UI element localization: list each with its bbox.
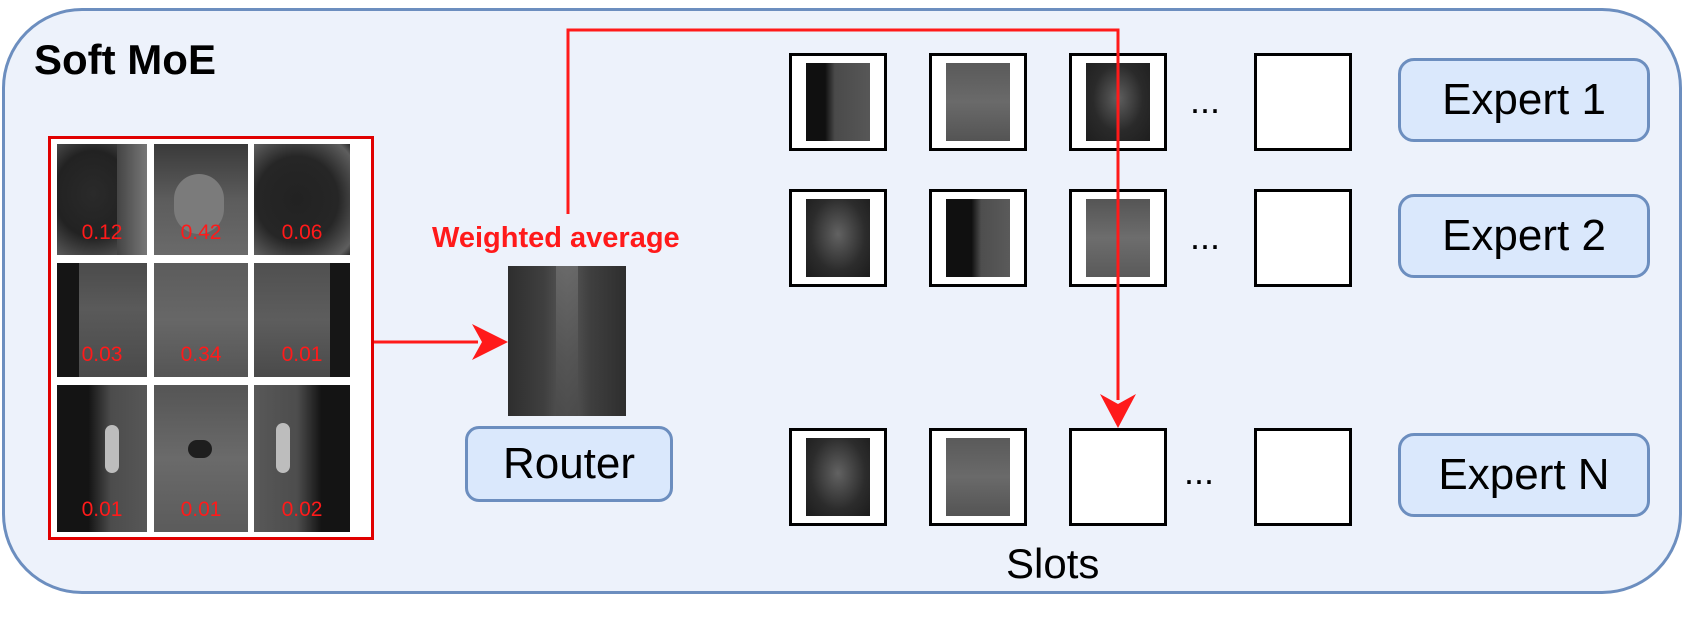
patch-weight-label: 0.02: [281, 498, 323, 521]
patch-1: 0.12: [57, 144, 147, 255]
patch-2: 0.42: [154, 144, 248, 255]
patch-7: 0.01: [57, 385, 147, 532]
slot-en-2: [929, 428, 1027, 526]
patch-8: 0.01: [154, 385, 248, 532]
patch-weight-label: 0.01: [81, 498, 123, 521]
expert-n-box: Expert N: [1398, 433, 1650, 517]
slot-e2-1: [789, 189, 887, 287]
patch-3: 0.06: [254, 144, 350, 255]
weighted-average-image: [508, 266, 626, 416]
diagram-title: Soft MoE: [34, 36, 216, 83]
grid-to-router-arrow: [374, 324, 508, 360]
router-box: Router: [465, 426, 673, 502]
patch-4: 0.03: [57, 263, 147, 377]
slot-e1-1: [789, 53, 887, 151]
patch-weight-label: 0.06: [281, 221, 323, 244]
slots-label: Slots: [1006, 540, 1100, 587]
weighted-average-label: Weighted average: [432, 222, 680, 254]
slot-en-empty: [1254, 428, 1352, 526]
patch-6: 0.01: [254, 263, 350, 377]
patch-weight-label: 0.34: [180, 343, 222, 366]
expert-2-box: Expert 2: [1398, 194, 1650, 278]
patch-9: 0.02: [254, 385, 350, 532]
slot-e2-empty: [1254, 189, 1352, 287]
patch-weight-label: 0.03: [81, 343, 123, 366]
patch-weight-label: 0.42: [180, 221, 222, 244]
patch-weight-label: 0.01: [281, 343, 323, 366]
ellipsis-e1: ...: [1190, 80, 1221, 121]
ellipsis-en: ...: [1184, 451, 1215, 492]
router-to-slot-arrow: [566, 28, 1136, 428]
slot-e1-empty: [1254, 53, 1352, 151]
slot-en-1: [789, 428, 887, 526]
patch-weight-label: 0.01: [180, 498, 222, 521]
slot-en-target: [1069, 428, 1167, 526]
patch-5: 0.34: [154, 263, 248, 377]
ellipsis-e2: ...: [1190, 216, 1221, 257]
input-image-patch-grid: 0.12 0.42 0.06 0.03 0.34 0.01 0.: [48, 136, 374, 540]
slot-e1-2: [929, 53, 1027, 151]
patch-weight-label: 0.12: [81, 221, 123, 244]
expert-1-box: Expert 1: [1398, 58, 1650, 142]
slot-e2-2: [929, 189, 1027, 287]
